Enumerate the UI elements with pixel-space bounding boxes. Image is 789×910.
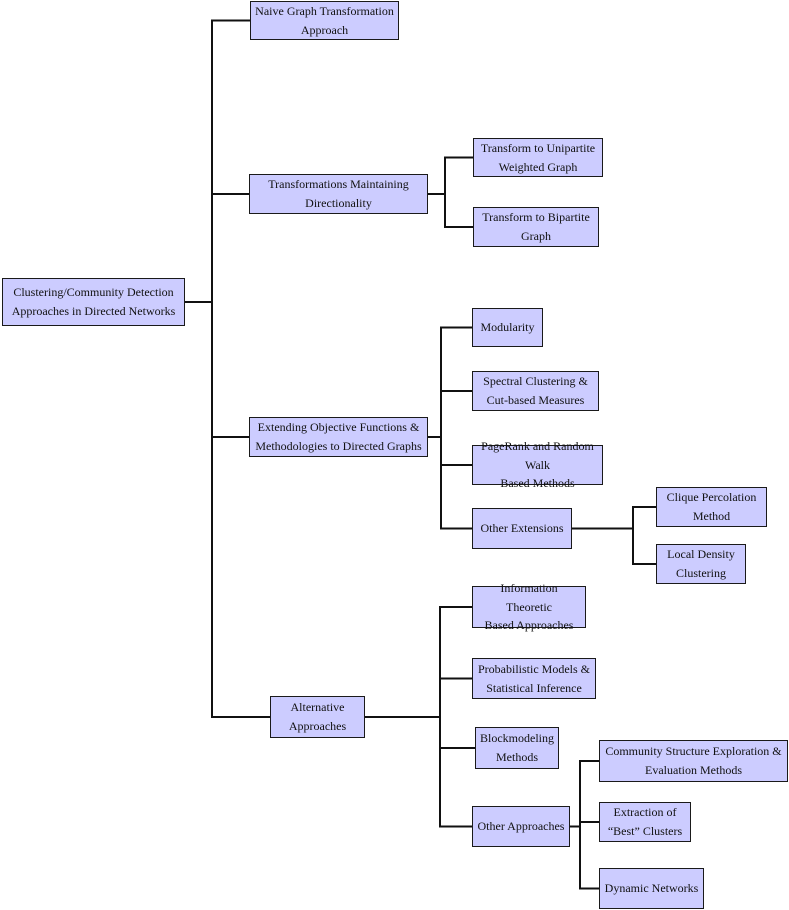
node-label: Clique Percolation Method bbox=[666, 490, 757, 523]
node-transformations-maintaining-directionality: Transformations Maintaining Directionali… bbox=[249, 174, 428, 214]
node-label: Transformations Maintaining Directionali… bbox=[268, 177, 409, 210]
node-other-extensions: Other Extensions bbox=[472, 508, 572, 549]
node-blockmodeling: Blockmodeling Methods bbox=[475, 727, 559, 769]
node-community-structure-exploration: Community Structure Exploration & Evalua… bbox=[599, 740, 788, 782]
node-label: Community Structure Exploration & Evalua… bbox=[605, 744, 782, 777]
node-label: Information Theoretic Based Approaches bbox=[484, 581, 574, 633]
node-label: Spectral Clustering & Cut-based Measures bbox=[483, 374, 588, 407]
node-label: Other Extensions bbox=[480, 521, 564, 536]
node-label: Probabilistic Models & Statistical Infer… bbox=[478, 661, 590, 695]
node-modularity: Modularity bbox=[472, 308, 543, 347]
node-label: Other Approaches bbox=[477, 819, 565, 834]
node-label: Transform to Unipartite Weighted Graph bbox=[480, 140, 596, 174]
node-label: Modularity bbox=[480, 320, 535, 335]
node-label: Blockmodeling Methods bbox=[480, 731, 554, 764]
node-transform-bipartite: Transform to Bipartite Graph bbox=[473, 207, 599, 247]
node-probabilistic-models: Probabilistic Models & Statistical Infer… bbox=[472, 658, 596, 699]
node-local-density-clustering: Local Density Clustering bbox=[656, 544, 746, 584]
node-label: Naive Graph Transformation Approach bbox=[255, 3, 394, 37]
node-alternative-approaches: Alternative Approaches bbox=[270, 696, 365, 738]
node-label: Extraction of “Best” Clusters bbox=[607, 805, 683, 838]
node-root: Clustering/Community Detection Approache… bbox=[2, 278, 185, 326]
node-label: Dynamic Networks bbox=[604, 881, 699, 896]
node-spectral-clustering: Spectral Clustering & Cut-based Measures bbox=[472, 371, 599, 411]
node-label-root: Clustering/Community Detection Approache… bbox=[11, 285, 176, 318]
node-label: Local Density Clustering bbox=[667, 547, 735, 580]
node-other-approaches: Other Approaches bbox=[472, 806, 570, 847]
node-label: Extending Objective Functions & Methodol… bbox=[255, 420, 422, 453]
node-clique-percolation: Clique Percolation Method bbox=[656, 487, 767, 527]
node-information-theoretic: Information Theoretic Based Approaches bbox=[472, 581, 586, 632]
node-label: PageRank and Random Walk Based Methods bbox=[481, 439, 594, 491]
node-transform-unipartite: Transform to Unipartite Weighted Graph bbox=[473, 138, 603, 177]
node-dynamic-networks: Dynamic Networks bbox=[599, 868, 704, 909]
node-extending-objective-functions: Extending Objective Functions & Methodol… bbox=[249, 417, 428, 457]
node-extraction-best-clusters: Extraction of “Best” Clusters bbox=[599, 802, 691, 842]
node-naive-graph-transformation: Naive Graph Transformation Approach bbox=[250, 1, 399, 40]
node-label: Alternative Approaches bbox=[288, 700, 347, 733]
node-pagerank-random-walk: PageRank and Random Walk Based Methods bbox=[472, 439, 603, 490]
node-label: Transform to Bipartite Graph bbox=[482, 210, 590, 243]
